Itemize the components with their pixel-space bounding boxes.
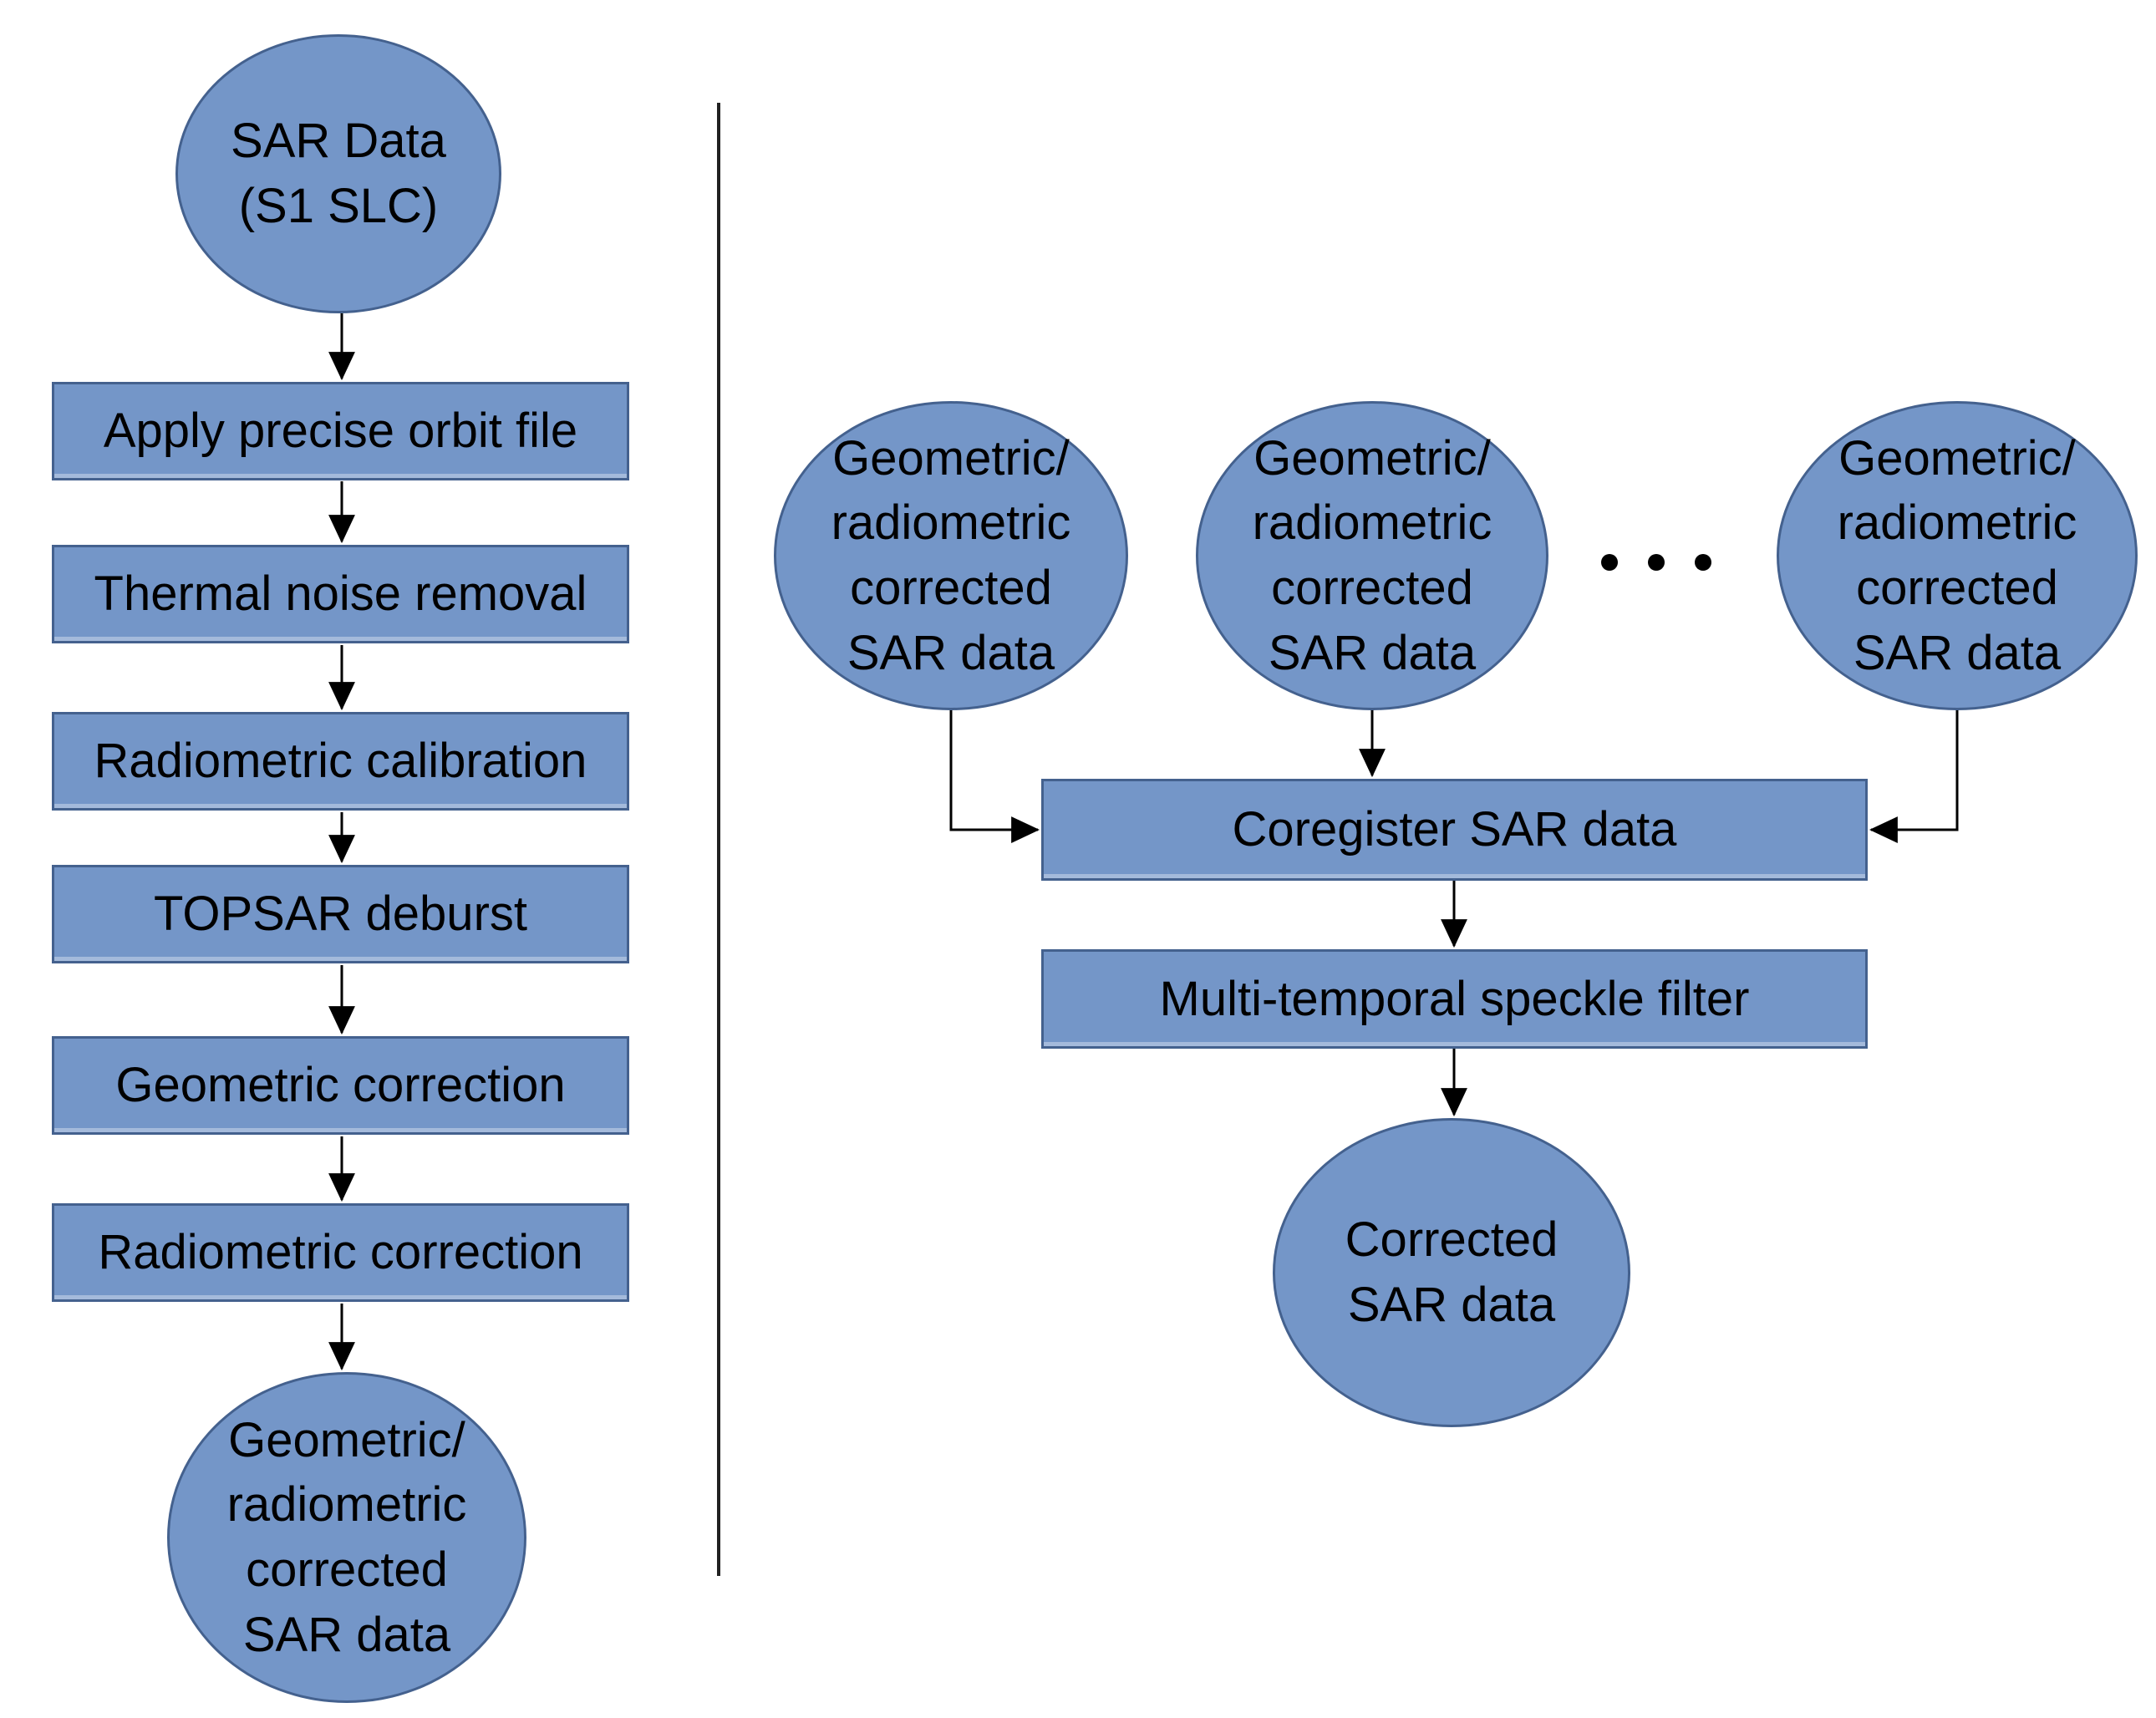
node-topsar-deburst: TOPSAR deburst xyxy=(52,865,629,963)
node-label: TOPSAR deburst xyxy=(153,887,527,942)
node-label: Coregister SAR data xyxy=(1232,802,1677,857)
node-multi-temporal-speckle-filter: Multi-temporal speckle filter xyxy=(1041,949,1868,1049)
node-coregister-sar-data: Coregister SAR data xyxy=(1041,779,1868,881)
ellipsis-dot xyxy=(1648,554,1665,571)
node-label: SAR Data (S1 SLC) xyxy=(231,114,446,233)
node-label: Geometric correction xyxy=(115,1058,566,1113)
node-radiometric-calibration: Radiometric calibration xyxy=(52,712,629,811)
node-label: Geometric/ radiometric corrected SAR dat… xyxy=(1252,430,1492,680)
node-geometric-correction: Geometric correction xyxy=(52,1036,629,1135)
node-left-result-corrected-sar: Geometric/ radiometric corrected SAR dat… xyxy=(167,1372,526,1703)
node-label: Thermal noise removal xyxy=(94,567,587,622)
node-apply-precise-orbit-file: Apply precise orbit file xyxy=(52,382,629,480)
node-input-corrected-sar-1: Geometric/ radiometric corrected SAR dat… xyxy=(774,401,1128,710)
node-thermal-noise-removal: Thermal noise removal xyxy=(52,545,629,643)
node-radiometric-correction: Radiometric correction xyxy=(52,1203,629,1302)
node-label: Geometric/ radiometric corrected SAR dat… xyxy=(226,1412,467,1662)
node-label: Geometric/ radiometric corrected SAR dat… xyxy=(1837,430,2077,680)
node-label: Apply precise orbit file xyxy=(103,404,578,459)
node-input-corrected-sar-2: Geometric/ radiometric corrected SAR dat… xyxy=(1196,401,1548,710)
ellipsis-dot xyxy=(1601,554,1618,571)
node-label: Radiometric correction xyxy=(98,1225,583,1280)
node-sar-data-source: SAR Data (S1 SLC) xyxy=(175,34,501,313)
node-input-corrected-sar-3: Geometric/ radiometric corrected SAR dat… xyxy=(1777,401,2138,710)
ellipsis-dot xyxy=(1695,554,1711,571)
arrow-input1-to-coregister xyxy=(949,710,1040,843)
node-right-result-corrected-sar: Corrected SAR data xyxy=(1273,1118,1630,1427)
arrow-input3-to-coregister xyxy=(1869,707,1959,843)
node-label: Radiometric calibration xyxy=(94,734,587,789)
node-label: Geometric/ radiometric corrected SAR dat… xyxy=(831,430,1071,680)
node-label: Corrected SAR data xyxy=(1345,1212,1559,1332)
node-label: Multi-temporal speckle filter xyxy=(1159,971,1750,1026)
